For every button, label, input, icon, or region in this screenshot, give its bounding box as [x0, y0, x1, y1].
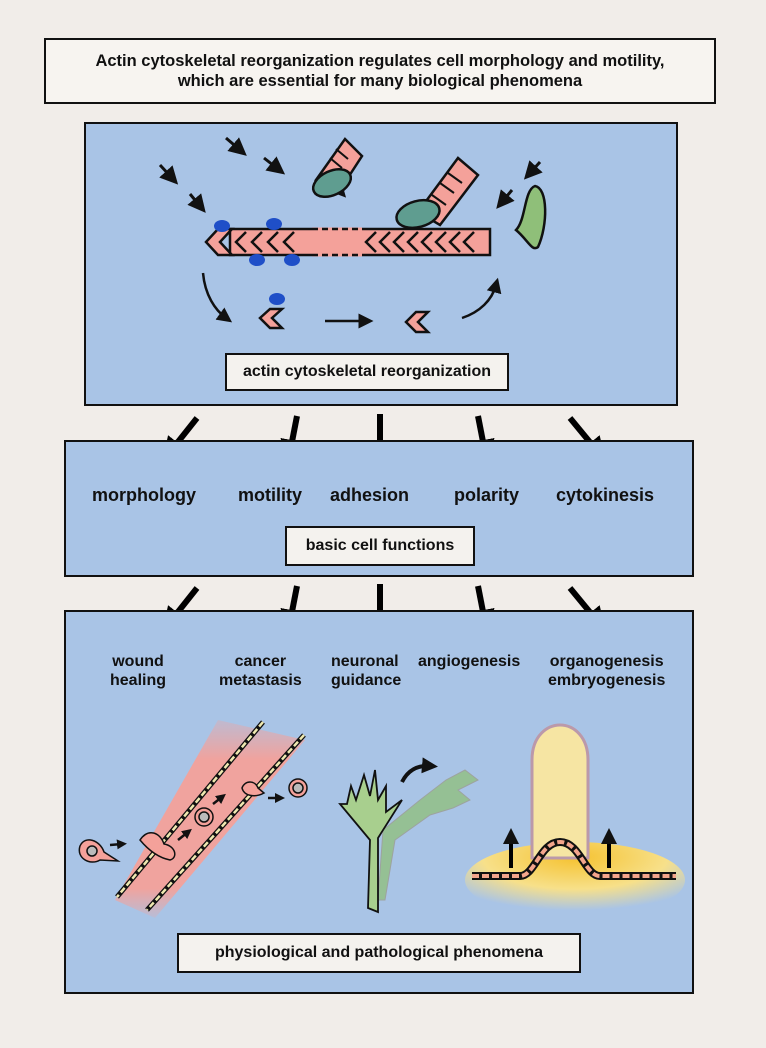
function-motility: motility — [238, 485, 303, 505]
header-line-2: which are essential for many biological … — [177, 72, 583, 90]
monomer-free — [404, 310, 432, 334]
phenomenon-line: cancer — [234, 653, 287, 670]
phenomena-panel-label: physiological and pathological phenomena — [177, 933, 581, 973]
phenomenon-line: wound — [112, 653, 164, 670]
phenomenon-line: organogenesis — [549, 653, 664, 670]
arp-complex-2 — [395, 156, 480, 230]
actin-filament — [204, 227, 492, 257]
phenomenon-neuronal-guidance: neuronal guidance — [331, 652, 401, 690]
blue-dot — [284, 254, 300, 266]
phenomenon-wound-healing: wound healing — [110, 652, 166, 690]
blue-dot — [214, 220, 230, 232]
arrow — [225, 136, 247, 156]
arrow — [158, 163, 179, 185]
header-box: Actin cytoskeletal reorganization regula… — [44, 38, 716, 104]
function-morphology: morphology — [92, 485, 196, 505]
function-cytokinesis: cytokinesis — [556, 485, 655, 505]
phenomenon-cancer-metastasis: cancer metastasis — [219, 652, 302, 690]
monomer-bound — [258, 307, 286, 330]
phenomenon-line: metastasis — [219, 672, 302, 689]
recycle-arrow-up — [461, 277, 502, 320]
blue-dot — [249, 254, 265, 266]
phenomenon-organogenesis: organogenesis embryogenesis — [548, 652, 665, 690]
recycle-arrow-down — [201, 272, 233, 323]
phenomenon-angiogenesis: angiogenesis — [418, 652, 520, 671]
phenomenon-line: neuronal — [331, 653, 399, 670]
function-polarity: polarity — [454, 485, 520, 505]
arrow — [523, 160, 543, 180]
functions-panel-label: basic cell functions — [285, 526, 475, 566]
arrow — [263, 156, 286, 175]
migrating-cells — [78, 778, 308, 863]
phenomenon-line: angiogenesis — [418, 653, 521, 670]
arrow — [187, 193, 206, 213]
actin-panel-label: actin cytoskeletal reorganization — [225, 353, 509, 391]
binding-proteins — [214, 218, 300, 305]
blue-dot — [266, 218, 282, 230]
arrow — [496, 189, 515, 209]
header-line-1: Actin cytoskeletal reorganization regula… — [95, 52, 665, 70]
phenomenon-line: guidance — [331, 672, 402, 689]
neuron-growth-cone — [338, 757, 479, 914]
phenomenon-line: embryogenesis — [548, 672, 666, 689]
arp-complex-1 — [311, 137, 364, 199]
function-adhesion: adhesion — [330, 485, 410, 505]
phenomenon-line: healing — [110, 672, 167, 689]
blue-dot — [269, 293, 285, 305]
organogenesis-bud — [465, 723, 685, 918]
capping-protein — [514, 184, 547, 250]
